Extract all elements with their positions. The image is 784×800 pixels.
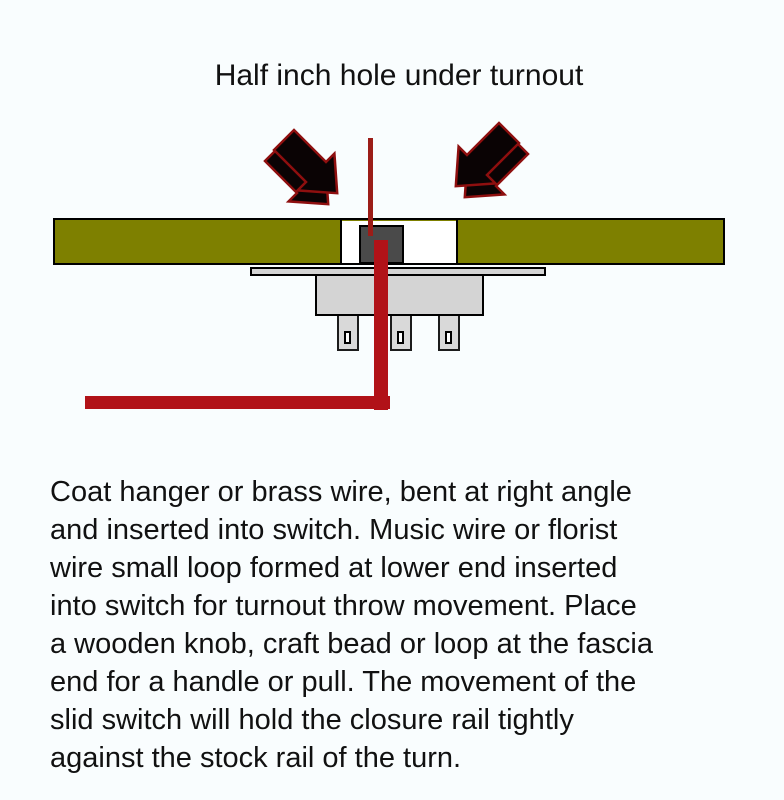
caption-line: and inserted into switch. Music wire or …	[50, 514, 618, 546]
caption-line: a wooden knob, craft bead or loop at the…	[50, 628, 653, 660]
caption-line: Coat hanger or brass wire, bent at right…	[50, 476, 632, 508]
arrow-down-left-icon	[454, 121, 530, 199]
terminal-hole	[445, 331, 452, 344]
actuator-wire-horizontal	[85, 396, 390, 409]
actuator-wire-vertical	[374, 240, 388, 410]
hole-left-edge	[340, 218, 342, 265]
switch-terminal	[438, 314, 460, 351]
terminal-hole	[397, 331, 404, 344]
caption-line: wire small loop formed at lower end inse…	[50, 552, 618, 584]
switch-terminal	[390, 314, 412, 351]
caption-line: against the stock rail of the turn.	[50, 742, 462, 774]
slide-switch-body	[315, 274, 484, 316]
switch-mounting-plate	[250, 267, 546, 276]
caption-line: end for a handle or pull. The movement o…	[50, 666, 637, 698]
caption-line: slid switch will hold the closure rail t…	[50, 704, 574, 736]
page-title: Half inch hole under turnout	[214, 59, 584, 92]
arrow-down-right-icon	[263, 128, 339, 206]
switch-terminal	[337, 314, 359, 351]
hole-right-edge	[456, 218, 458, 265]
caption: Coat hanger or brass wire, bent at right…	[50, 473, 750, 777]
throw-rod-line	[368, 138, 373, 236]
terminal-hole	[344, 331, 351, 344]
caption-line: into switch for turnout throw movement. …	[50, 590, 637, 622]
